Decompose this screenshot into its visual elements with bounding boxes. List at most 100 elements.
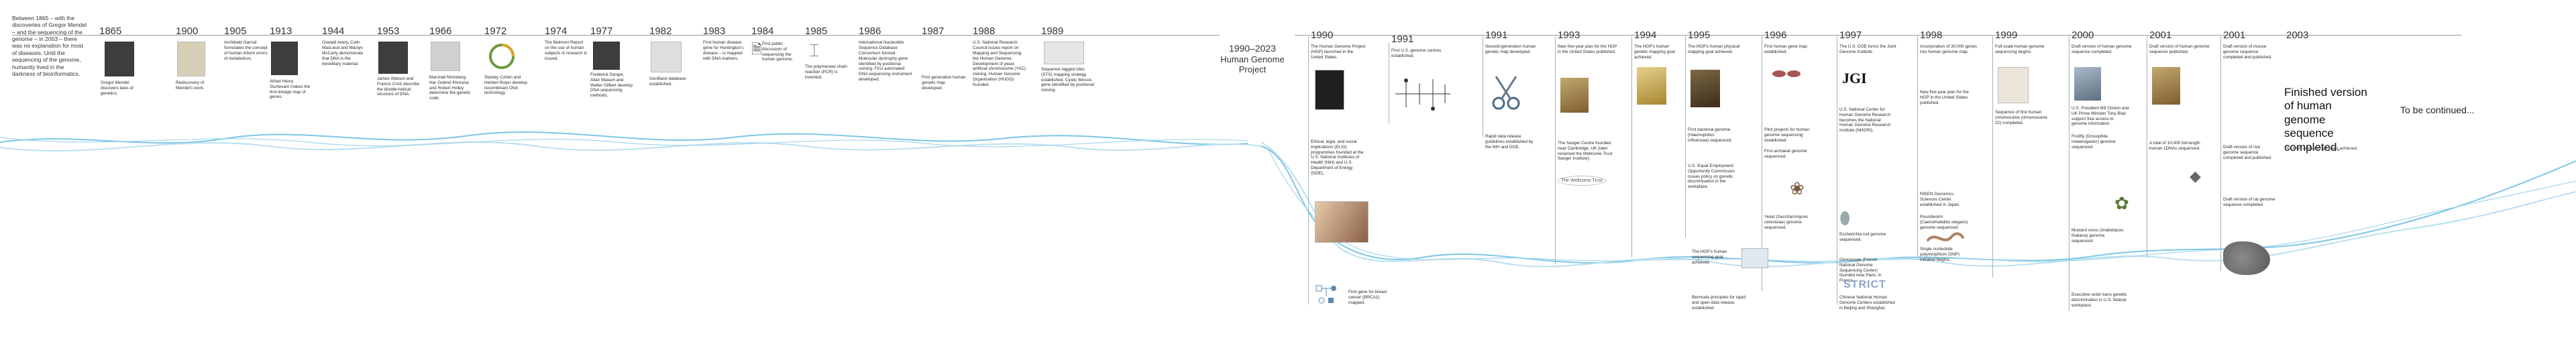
finale-title: Finished version of human genome sequenc… [2284, 86, 2367, 154]
event-bermuda: Bermuda principles for rapid and open da… [1692, 295, 1746, 310]
event-1984-text: First public discussion of sequencing th… [762, 42, 794, 62]
event-cdna: A total of 10,000 full-length human cDNA… [2149, 141, 2201, 151]
event-archaeal: First archaeal genome sequenced. [1764, 149, 1807, 159]
event-fruitfly: Fruitfly (Drosophila melanogaster) genom… [2072, 134, 2116, 150]
wave-hgp-3 [1267, 148, 2576, 262]
event-riken: RIKEN Genomics Sciences Center establish… [1920, 192, 1961, 207]
connector-1995 [1685, 36, 1686, 237]
plasmid-ring-icon [489, 44, 515, 69]
sts-map-image [1044, 42, 1084, 64]
genetic-code-table-image [431, 42, 460, 71]
event-1987: 1987 [922, 25, 945, 37]
event-1966-text: Marshall Nirenberg, Har Gobind Khorana a… [429, 75, 471, 101]
nature-cover-2001-image [2152, 67, 2180, 105]
chromosome-icon [1772, 70, 1801, 77]
event-five-year-plan-1998: New five-year plan for the HGP in the Un… [1920, 90, 1969, 105]
sequencing-gel-image [1315, 70, 1344, 110]
connector-1999 [1992, 36, 1993, 278]
event-2003: 2003 [2286, 30, 2309, 41]
children-photo [1315, 201, 1368, 243]
event-1984: 1984 [751, 25, 774, 37]
event-1900: 1900 [176, 25, 199, 37]
era-years: 1990–2023 [1228, 43, 1277, 54]
event-nhgri: U.S. National Center for Human Genome Re… [1839, 107, 1891, 133]
wave-pre-1 [0, 131, 1248, 146]
event-data-release: Rapid data release guidelines establishe… [1485, 134, 1534, 150]
event-clinton-blair: U.S. President Bill Clinton and UK Prime… [2072, 106, 2129, 127]
pufferfish-icon: ◆ [2190, 168, 2201, 184]
event-sanger-centre: The Sanger Centre founded near Cambridge… [1558, 141, 1613, 162]
event-1989-text: Sequence tagged sites (STS) mapping stra… [1041, 67, 1094, 93]
wave-hgp-2 [1260, 141, 2576, 268]
chromosome22-paper-image [1998, 67, 2029, 103]
event-snp: Single nucleotide polymorphism (SNP) ini… [1920, 247, 1960, 262]
connector-1994 [1631, 36, 1632, 258]
event-1972: 1972 [484, 25, 507, 37]
rat-image [2223, 241, 2270, 275]
event-1987-text: First generation human genetic map devel… [922, 75, 966, 91]
event-genoscope: Genoscope (French National Genome Sequen… [1839, 258, 1882, 284]
connector-1990 [1308, 36, 1309, 304]
genbank-screenshot-image [651, 42, 682, 72]
document-icon: 🗎 [751, 42, 763, 57]
event-1865-text: Gregor Mendel discovers laws of genetics… [101, 80, 133, 96]
event-executive-order: Executive order bans genetic discriminat… [2072, 292, 2127, 308]
event-sequencing-goal: The HGP's human sequencing goal achieved… [1692, 249, 1727, 265]
event-1953-text: James Watson and Francis Crick describe … [377, 76, 420, 97]
nature-cover-1995-image [1690, 70, 1720, 107]
yeast-cell-icon: ❀ [1790, 178, 1805, 198]
roundworm-icon [1927, 232, 1964, 241]
nature-cover-1994-image [1637, 67, 1666, 105]
hgp-logo-image [1741, 248, 1768, 268]
event-1989: 1989 [1041, 25, 1064, 37]
era-name: Human Genome Project [1220, 54, 1285, 75]
event-rice: Draft version of rice genome sequence co… [2223, 145, 2272, 160]
event-1900-text: Rediscovery of Mendel's work. [176, 80, 205, 91]
event-1982: 1982 [649, 25, 672, 37]
ecoli-icon: ⬮ [1839, 208, 1851, 228]
event-1977-text: Frederick Sanger, Allan Maxam and Walter… [590, 72, 633, 99]
event-1913-text: Alfred Henry Sturtevant makes the first … [270, 79, 311, 100]
event-yeast: Yeast (Saccharomyces cerevisiae) genome … [1764, 215, 1809, 230]
event-ecoli: Escherichia coli genome sequenced. [1839, 232, 1886, 242]
draft-genome-cover-image [2074, 67, 2101, 101]
event-1982-text: GenBank database established. [649, 76, 686, 87]
event-1977: 1977 [590, 25, 613, 37]
mendel-paper-image [177, 42, 205, 76]
event-1953: 1953 [377, 25, 400, 37]
strict-stamp-logo: STRICT [1843, 279, 1886, 290]
event-1972-text: Stanley Cohen and Herbert Boyer develop … [484, 75, 527, 96]
connector-2000 [2069, 36, 2070, 311]
connector-1998 [1917, 36, 1918, 258]
finale-note: The HGP ends with all goals achieved. [2284, 146, 2358, 151]
event-brca1: First gene for breast cancer (BRCA1) map… [1348, 290, 1387, 305]
event-1913: 1913 [270, 25, 292, 37]
event-1985: 1985 [805, 25, 828, 37]
event-rat: Draft version of rat genome sequence com… [2223, 197, 2275, 207]
event-roundworm: Roundworm (Caenorhabditis elegans) genom… [1920, 215, 1968, 230]
event-chromosome22: Sequence of first human chromosome (chro… [1995, 110, 2047, 125]
to-be-continued: To be continued... [2400, 105, 2475, 115]
connector-1993 [1555, 36, 1556, 264]
event-eeoc: U.S. Equal Employment Opportunity Commis… [1688, 164, 1735, 190]
wave-pre-3 [0, 137, 1248, 148]
sanger-portrait-image [593, 42, 620, 70]
watson-crick-photo [378, 42, 408, 74]
